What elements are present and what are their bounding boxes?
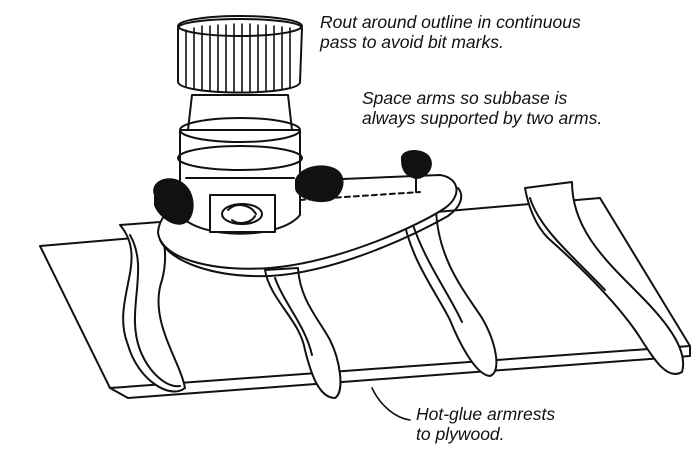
router-cap [177,15,303,94]
router-handle-knob-left [153,178,194,225]
annotation-line: to plywood. [416,424,505,444]
router-motor [177,94,303,235]
armrest-center-left [264,267,342,399]
annotation-line: Space arms so subbase is [362,88,568,108]
annotation-hot-glue: Hot-glue armrests to plywood. [416,404,555,444]
annotation-space-arms: Space arms so subbase is always supporte… [362,88,602,128]
armrest-left [119,221,186,393]
annotation-rout-outline: Rout around outline in continuous pass t… [320,12,581,52]
annotation-line: Rout around outline in continuous [320,12,581,32]
armrest-right [524,181,685,375]
annotation-line: pass to avoid bit marks. [320,32,504,52]
annotation-line: Hot-glue armrests [416,404,556,424]
armrest-center-right [401,209,498,377]
annotation-line: always supported by two arms. [362,108,603,128]
router-handle-knob-right [295,165,344,202]
subbase-knob [400,150,432,193]
glue-leader-line [371,387,411,421]
